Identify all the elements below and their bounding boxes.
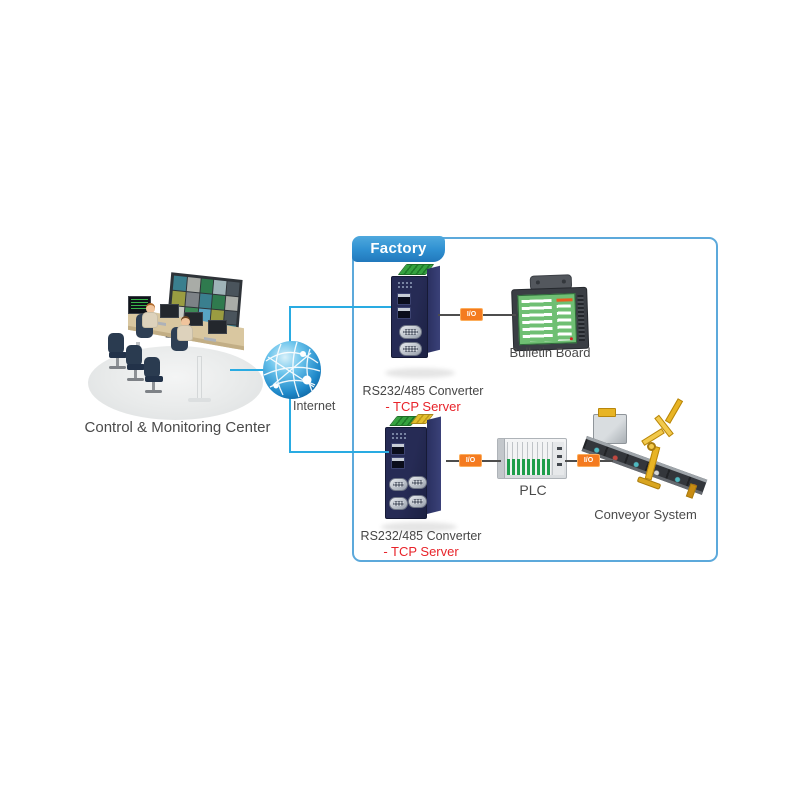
serial-pins [403,346,418,352]
robot-arm-upper-segment [664,398,684,424]
board-text-lines-right [556,304,572,341]
wall-tile [226,281,240,297]
bulletin-board-label: Bulletin Board [509,345,591,360]
person-body [177,325,193,341]
link-control-center-to-internet [230,369,292,371]
converter-bottom-label: RS232/485 Converter - TCP Server [347,529,495,559]
serial-port-3 [389,497,408,510]
rj45-port-2 [397,307,411,319]
conveyor-label: Conveyor System [594,507,697,522]
plc-io-modules [507,459,551,475]
internet-label: Internet [293,399,336,413]
device-side-face [427,416,441,514]
board-screen [517,293,578,346]
serial-pins [412,480,423,485]
converter-device-bottom [383,414,447,528]
serial-port-1 [389,478,408,491]
robot-arm-joint [647,442,656,451]
led-panel-icon [397,281,412,289]
plc-device [497,438,567,479]
converter-top-label: RS232/485 Converter - TCP Server [349,384,497,414]
device-front-face [385,427,427,519]
converter-name: RS232/485 Converter [362,384,484,398]
io-badge-conveyor: I/O [577,454,600,467]
converter-mode: - TCP Server [385,399,461,414]
wall-tile [200,278,214,294]
conveyor-machine [593,408,627,444]
device-front-face [391,276,428,358]
io-badge-plc: I/O [459,454,482,467]
person-head [181,318,190,326]
monitor-screen [131,299,148,311]
board-highlight-line [556,298,573,302]
device-side-face [427,265,440,353]
board-status-dot [569,337,573,341]
desk-foot [188,398,211,402]
link-internet-to-converter-bottom [289,451,389,453]
desk-leg [197,356,202,400]
rj45-port-2 [391,457,405,469]
board-frame [511,286,590,352]
conveyor-system-device [581,398,715,506]
converter-top-shadow [385,368,455,378]
operator-monitor-2 [160,304,179,318]
serial-port-4 [408,495,427,508]
wall-tile [172,275,187,291]
operator-person-2 [175,316,195,342]
serial-pins [393,482,404,487]
link-internet-to-converter-top [289,306,391,308]
wall-tile [186,277,201,293]
board-vent [577,294,585,342]
person-head [146,305,155,313]
led-panel-icon [391,432,406,440]
machine-top [598,408,616,417]
converter-name: RS232/485 Converter [360,529,482,543]
serial-pins [403,329,418,335]
wall-tile [185,291,200,307]
operator-person-1 [140,303,160,329]
operator-monitor-1 [128,296,151,314]
internet-globe-icon [262,340,322,400]
wall-tile [198,293,213,309]
serial-port-1 [399,325,422,339]
wall-tile [213,279,227,295]
converter-device-top [388,264,446,368]
io-badge-bulletin-board: I/O [460,308,483,321]
serial-port-2 [408,476,427,489]
board-text-lines [521,298,553,342]
plc-label: PLC [519,482,547,498]
serial-pins [412,499,423,504]
wall-tile [225,295,239,311]
operator-monitor-4 [208,320,227,334]
plc-cpu-module [552,442,564,475]
factory-zone-tab: Factory [352,236,445,262]
serial-pins [393,501,404,506]
rj45-port-1 [397,293,411,305]
converter-mode: - TCP Server [383,544,459,559]
control-center-label: Control & Monitoring Center [84,419,271,436]
person-body [142,312,158,328]
bulletin-board-device [511,274,592,355]
converter-bottom-shadow [381,522,457,532]
wall-tile [212,294,226,310]
plc-end-cap [498,439,505,478]
rj45-port-1 [391,443,405,455]
serial-port-2 [399,342,422,356]
